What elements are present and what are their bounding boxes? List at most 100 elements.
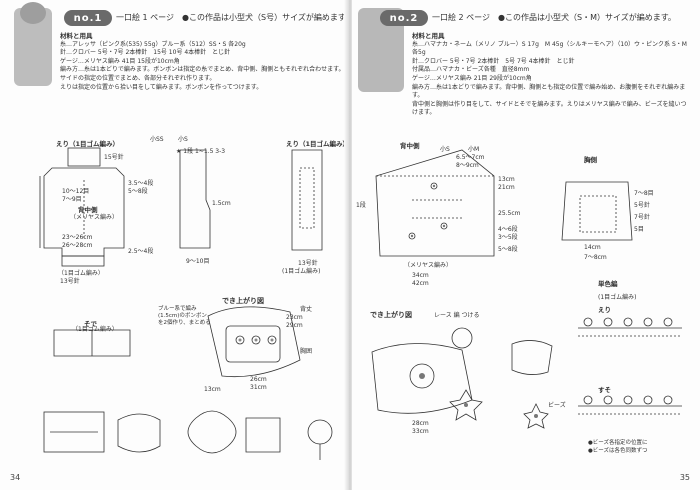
pattern-tag: no.1	[64, 10, 112, 26]
sleeve-shape	[53, 329, 131, 357]
size-m-label: 小M	[468, 146, 480, 153]
dim-label: (1目ゴム編み)	[282, 268, 321, 275]
back-sublabel: （メリヤス編み）	[70, 214, 119, 221]
dim-label: 23～26cm	[62, 234, 93, 241]
right-page: no.2 一口絵 2 ページ ●この作品は小型犬（S・M）サイズが編めます。 材…	[352, 0, 700, 490]
dim-label: 13cm	[498, 176, 515, 183]
materials-line: ゲージ…メリヤス編み 21目 29段が10cm角	[412, 74, 532, 82]
back-panel-shape	[375, 149, 495, 257]
dim-label: 8～9cm	[456, 162, 479, 169]
dim-label: 14cm	[584, 244, 601, 251]
dim-label: 5～8段	[128, 188, 148, 195]
dim-label: 3.5～4段	[128, 180, 154, 187]
collar-label-2: えり（1目ゴム編み）	[286, 140, 348, 148]
dim-label: 13号針	[60, 278, 80, 285]
dim-label: 15号針	[104, 154, 124, 161]
dim-label: 胸囲	[300, 348, 313, 355]
dim-label: 13cm	[204, 386, 221, 393]
belly-panel-shape	[561, 181, 633, 241]
dim-label: 23cm	[286, 314, 303, 321]
dim-label: 7号針	[634, 214, 650, 221]
pompom-step-4	[245, 417, 281, 453]
dim-label: 29cm	[286, 322, 303, 329]
materials-line: えりは指定の位置から拾い目をして編みます。ボンボンを作ってつけます。	[60, 83, 263, 91]
left-diagrams	[39, 147, 333, 460]
pattern-tag: no.2	[380, 10, 428, 26]
dim-label: 26cm	[250, 376, 267, 383]
bead-note: ●ビーズは各色同数ずつ	[588, 448, 648, 454]
dim-label: 5目	[634, 226, 644, 233]
materials-line: 背中側と胸側は作り目をして、サイドとそでを編みます。えりはメリヤス編みで編み、ビ…	[412, 100, 687, 117]
materials-line: 付属品…ハマナカ・ビーズ各種 直径8mm	[412, 66, 530, 74]
dim-label: 3～5段	[498, 234, 518, 241]
materials-line: 編み方…糸は1本どりで編みます。背中側、胸側とも指定の位置で編み始め、お腹側をそ…	[412, 83, 686, 100]
materials-line: 針…クロバー 5号・7号 2本棒針 15号 10号 4本棒針 とじ針	[60, 49, 231, 57]
materials-title: 材料と用具	[60, 32, 93, 40]
menyasu-label: （メリヤス編み）	[404, 262, 453, 269]
dim-label: 9～10目	[186, 258, 210, 265]
flower-motif	[523, 403, 549, 429]
dim-label: 26～28cm	[62, 242, 93, 249]
finished-label: でき上がり図	[370, 311, 412, 319]
pompom-step-1	[43, 411, 105, 453]
finished-label: でき上がり図	[222, 297, 264, 305]
pattern-header: 一口絵 2 ページ ●この作品は小型犬（S・M）サイズが編めます。	[432, 13, 676, 22]
dim-label: 7～8cm	[584, 254, 607, 261]
dim-label: 10～12目	[62, 188, 90, 195]
dim-label: ビーズ	[548, 402, 566, 409]
side-panel-shape	[291, 149, 323, 251]
dim-label: 7～8目	[634, 190, 654, 197]
dim-label: 7～9目	[62, 196, 82, 203]
flower-motif	[449, 389, 483, 421]
pattern-header: 一口絵 1 ページ ●この作品は小型犬（S号）サイズが編めます。	[116, 13, 348, 22]
back-label: 背中側	[400, 142, 420, 150]
size-s-label: 小S	[440, 146, 450, 153]
dim-label: 5号針	[634, 202, 650, 209]
pompom-final	[307, 419, 333, 445]
left-page: no.1 一口絵 1 ページ ●この作品は小型犬（S号）サイズが編めます。 材料…	[0, 0, 348, 490]
dim-label: 34cm	[412, 272, 429, 279]
dim-label: 33cm	[412, 428, 429, 435]
sleeve-label: そで	[84, 320, 97, 328]
collar-shape	[67, 147, 101, 167]
size-ss-label: 小SS	[150, 136, 164, 143]
finished-sweater-shape	[207, 306, 301, 378]
lace-label: レース 編 つける	[434, 312, 480, 319]
materials-title: 材料と用具	[412, 32, 445, 40]
belly-label: 胸側	[584, 156, 597, 164]
bead-note: ●ビーズ各指定の位置に	[588, 440, 648, 446]
materials-line: 糸…アレッサ（ピンク系(535) 55g）ブルー系（512）SS・S 各20g	[60, 40, 246, 48]
single-color-label: 単色編	[598, 280, 618, 288]
dim-label: 21cm	[498, 184, 515, 191]
dim-label: 4～6段	[498, 226, 518, 233]
materials-line: 糸…ハマナカ・ネーム（メリノ ブルー）S 17g M 45g（シルキーモヘア）（…	[412, 40, 687, 57]
materials-block: 材料と用具 糸…ハマナカ・ネーム（メリノ ブルー）S 17g M 45g（シルキ…	[412, 32, 692, 118]
dim-label: 25.5cm	[498, 210, 521, 217]
dim-label: 28cm	[412, 420, 429, 427]
dim-label: 6.5～7cm	[456, 154, 485, 161]
dim-label: 5～8段	[498, 246, 518, 253]
collar-label-1: えり（1目ゴム編み）	[56, 140, 120, 148]
dim-label: 背丈	[300, 306, 313, 313]
dim-label: 1.5cm	[212, 200, 231, 207]
belly-label: （1目ゴム編み）	[58, 270, 104, 277]
collar-label: えり	[598, 306, 611, 314]
dim-label: (1目ゴム編み)	[598, 294, 637, 301]
product-photo-pompom	[20, 2, 46, 24]
page-number: 35	[679, 473, 690, 482]
belly-band-shape	[61, 255, 105, 267]
right-diagrams	[371, 149, 682, 429]
dim-label: 1段	[356, 202, 366, 209]
back-label: 背中側	[78, 206, 98, 214]
size-s-label: 小S	[178, 136, 188, 143]
hem-label: すそ	[598, 386, 611, 394]
sleeve-sublabel: （1目ゴム編み）	[72, 326, 118, 333]
neck-strip-shape	[179, 149, 211, 249]
pompom-note: ブルー系で編み(1.5cm)のボンボンを2個作り、まとめる	[158, 306, 211, 326]
dim-label: 31cm	[250, 384, 267, 391]
materials-block: 材料と用具 糸…アレッサ（ピンク系(535) 55g）ブルー系（512）SS・S…	[60, 32, 345, 92]
pompom-step-3	[187, 410, 237, 454]
dim-label: 13号針	[298, 260, 318, 267]
materials-line: 針…クロバー 5号・7号 2本棒針 5号 7号 4本棒針 とじ針	[412, 57, 575, 65]
